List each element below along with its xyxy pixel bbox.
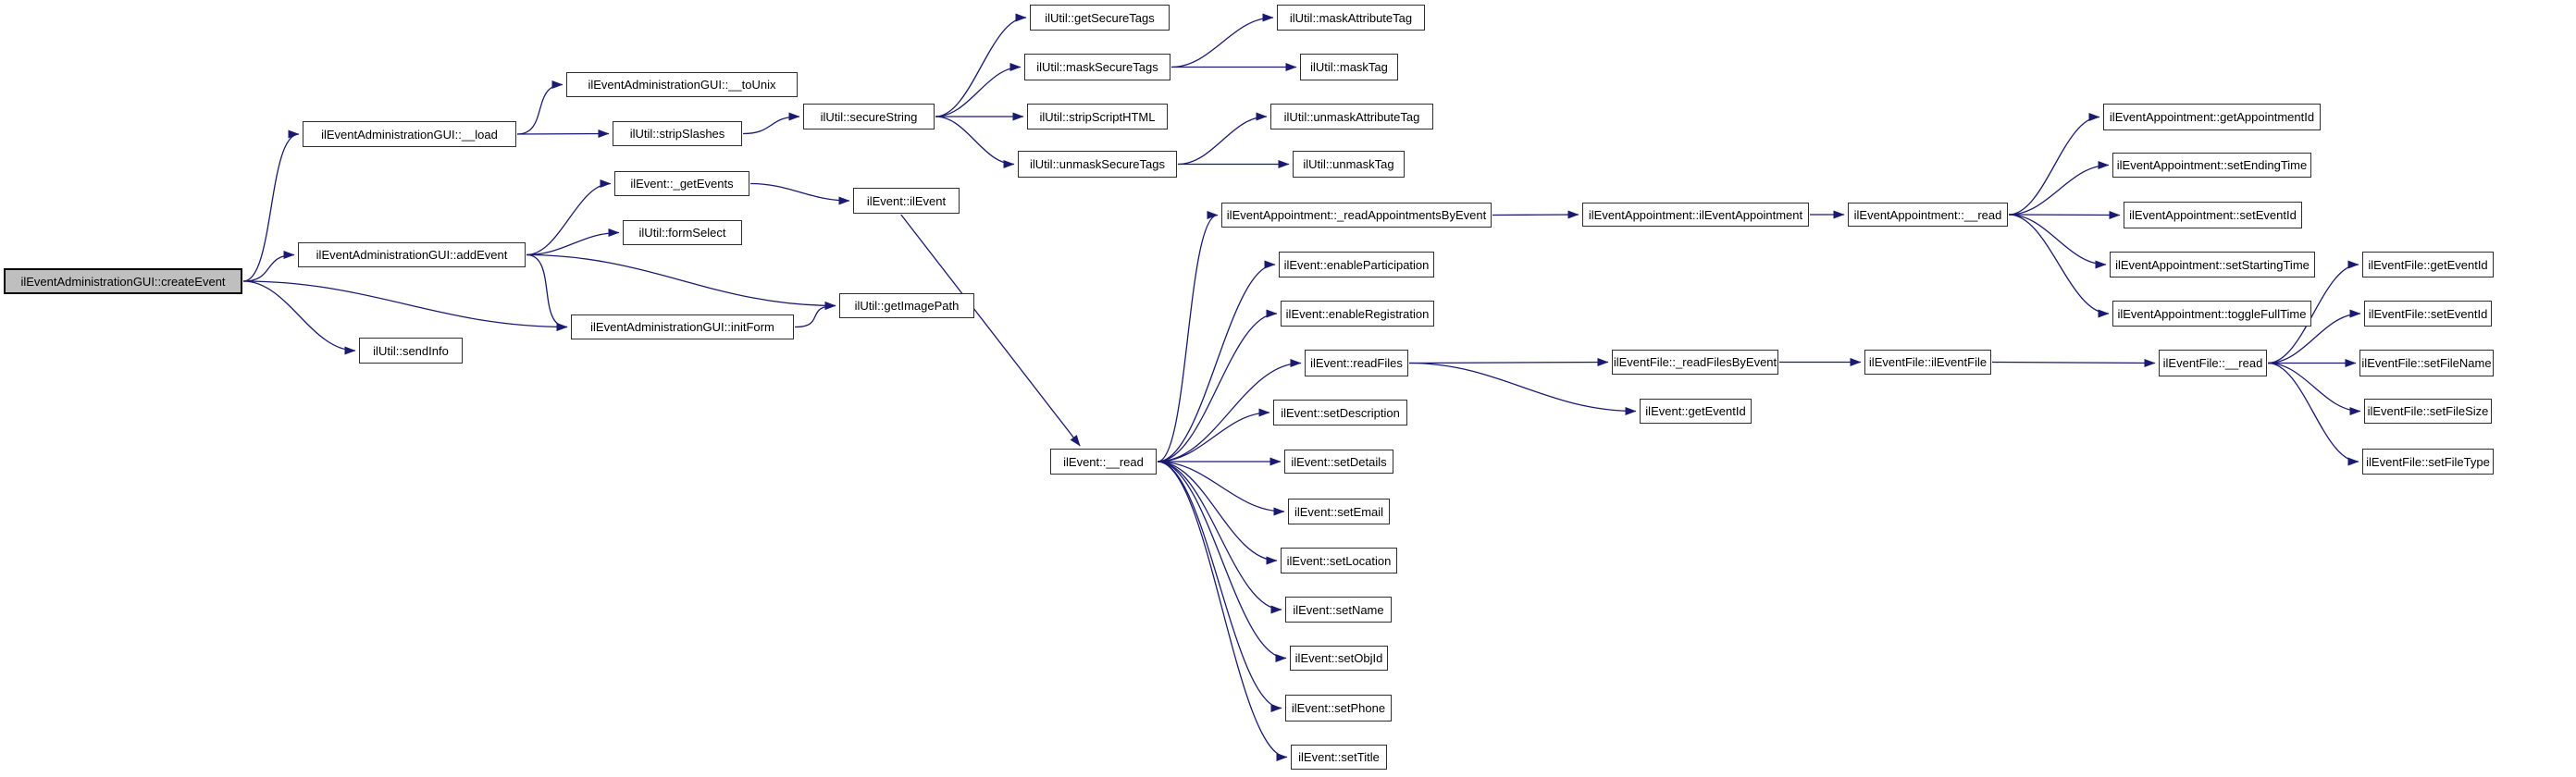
graph-node-readFiles[interactable]: ilEvent::readFiles bbox=[1305, 350, 1408, 376]
graph-node-setDetails[interactable]: ilEvent::setDetails bbox=[1284, 450, 1393, 474]
graph-node-load[interactable]: ilEventAdministrationGUI::__load bbox=[303, 121, 516, 147]
graph-edge-load-to-toUnix bbox=[516, 80, 564, 135]
graph-node-stripScriptHTML[interactable]: ilUtil::stripScriptHTML bbox=[1027, 104, 1168, 130]
graph-node-fileSetEventId[interactable]: ilEventFile::setEventId bbox=[2364, 301, 2492, 327]
graph-edge-eventRead-to-setTitle bbox=[1157, 461, 1288, 761]
graph-edge-fileRead-to-setFileSize bbox=[2267, 362, 2361, 415]
graph-node-getImagePath[interactable]: ilUtil::getImagePath bbox=[839, 293, 974, 318]
graph-edge-eventRead-to-setPhone bbox=[1157, 461, 1282, 712]
graph-edge-addEvent-to-getEvents bbox=[526, 179, 612, 256]
graph-edge-stripSlashes-to-secureString bbox=[742, 112, 800, 135]
graph-edge-secureString-to-unmaskSecureTags bbox=[935, 116, 1015, 168]
graph-node-unmaskSecureTags[interactable]: ilUtil::unmaskSecureTags bbox=[1018, 151, 1177, 178]
graph-node-setLocation[interactable]: ilEvent::setLocation bbox=[1281, 548, 1397, 574]
graph-edge-eventRead-to-setName bbox=[1157, 461, 1282, 614]
graph-node-maskAttributeTag[interactable]: ilUtil::maskAttributeTag bbox=[1277, 5, 1425, 31]
graph-node-fileRead[interactable]: ilEventFile::__read bbox=[2159, 350, 2267, 376]
graph-node-stripSlashes[interactable]: ilUtil::stripSlashes bbox=[613, 121, 742, 146]
graph-edge-apptRead-to-apptSetEventId bbox=[2008, 210, 2121, 219]
graph-node-setFileName[interactable]: ilEventFile::setFileName bbox=[2359, 350, 2494, 376]
graph-edge-addEvent-to-getImagePath bbox=[526, 253, 836, 310]
graph-edge-fileRead-to-fileGetEventId bbox=[2267, 260, 2359, 364]
graph-node-setFileType[interactable]: ilEventFile::setFileType bbox=[2362, 449, 2494, 475]
graph-edge-readAppointmentsByEvent-to-apptCtor bbox=[1492, 210, 1579, 219]
graph-node-toggleFullTime[interactable]: ilEventAppointment::toggleFullTime bbox=[2112, 301, 2311, 327]
graph-edge-secureString-to-maskSecureTags bbox=[935, 63, 1022, 117]
graph-edge-maskSecureTags-to-maskAttributeTag bbox=[1170, 13, 1274, 68]
graph-edge-createEvent-to-addEvent bbox=[242, 251, 295, 282]
graph-node-enableRegistration[interactable]: ilEvent::enableRegistration bbox=[1281, 301, 1434, 327]
graph-node-unmaskAttributeTag[interactable]: ilUtil::unmaskAttributeTag bbox=[1270, 104, 1433, 130]
graph-node-setFileSize[interactable]: ilEventFile::setFileSize bbox=[2364, 399, 2492, 424]
graph-edge-load-to-stripSlashes bbox=[516, 130, 610, 139]
graph-node-createEvent: ilEventAdministrationGUI::createEvent bbox=[4, 268, 242, 294]
graph-edge-unmaskSecureTags-to-unmaskAttributeTag bbox=[1177, 112, 1268, 166]
graph-node-fileGetEventId[interactable]: ilEventFile::getEventId bbox=[2362, 252, 2494, 278]
graph-node-eventRead[interactable]: ilEvent::__read bbox=[1050, 449, 1157, 475]
graph-edge-initForm-to-getImagePath bbox=[794, 302, 836, 328]
graph-node-setPhone[interactable]: ilEvent::setPhone bbox=[1285, 695, 1392, 722]
graph-node-addEvent[interactable]: ilEventAdministrationGUI::addEvent bbox=[298, 242, 526, 267]
graph-node-enableParticipation[interactable]: ilEvent::enableParticipation bbox=[1279, 252, 1434, 278]
graph-node-setEmail[interactable]: ilEvent::setEmail bbox=[1288, 499, 1390, 524]
graph-edge-apptRead-to-setStartingTime bbox=[2008, 214, 2107, 269]
graph-edge-eventRead-to-setObjId bbox=[1157, 461, 1287, 662]
graph-edge-eventRead-to-setDescription bbox=[1157, 408, 1270, 462]
graph-edge-fileCtor-to-fileRead bbox=[1991, 358, 2156, 367]
graph-node-readAppointmentsByEvent[interactable]: ilEventAppointment::_readAppointmentsByE… bbox=[1221, 203, 1492, 228]
graph-edge-eventRead-to-setEmail bbox=[1157, 461, 1285, 516]
graph-node-toUnix[interactable]: ilEventAdministrationGUI::__toUnix bbox=[566, 72, 798, 97]
graph-edge-fileRead-to-setFileType bbox=[2267, 362, 2359, 466]
graph-node-setEndingTime[interactable]: ilEventAppointment::setEndingTime bbox=[2112, 153, 2311, 178]
graph-node-unmaskTag[interactable]: ilUtil::unmaskTag bbox=[1293, 151, 1405, 178]
graph-edge-fileRead-to-fileSetEventId bbox=[2267, 309, 2361, 364]
graph-edge-eventRead-to-enableRegistration bbox=[1157, 309, 1278, 462]
graph-edge-apptRead-to-getAppointmentId bbox=[2008, 113, 2100, 216]
graph-edge-createEvent-to-sendInfo bbox=[242, 280, 356, 355]
graph-node-setTitle[interactable]: ilEvent::setTitle bbox=[1291, 745, 1387, 770]
graph-edge-apptRead-to-setEndingTime bbox=[2008, 161, 2110, 216]
graph-edge-secureString-to-getSecureTags bbox=[935, 13, 1027, 117]
graph-edge-readFiles-to-readFilesByEvent bbox=[1408, 358, 1609, 367]
graph-node-fileCtor[interactable]: ilEventFile::ilEventFile bbox=[1864, 350, 1991, 375]
graph-edge-readFiles-to-eventGetEventId bbox=[1408, 362, 1637, 415]
graph-node-ilEvent[interactable]: ilEvent::ilEvent bbox=[853, 188, 960, 214]
graph-node-maskTag[interactable]: ilUtil::maskTag bbox=[1300, 54, 1398, 80]
graph-edge-apptRead-to-toggleFullTime bbox=[2008, 214, 2110, 318]
graph-node-eventGetEventId[interactable]: ilEvent::getEventId bbox=[1640, 399, 1752, 424]
graph-edge-eventRead-to-enableParticipation bbox=[1157, 260, 1276, 462]
graph-node-getSecureTags[interactable]: ilUtil::getSecureTags bbox=[1030, 5, 1170, 31]
graph-edge-addEvent-to-initForm bbox=[526, 253, 568, 331]
graph-edge-eventRead-to-setLocation bbox=[1157, 461, 1278, 565]
graph-edge-getEvents-to-ilEvent bbox=[749, 182, 850, 205]
graph-edge-eventRead-to-readFiles bbox=[1157, 359, 1302, 462]
graph-node-apptSetEventId[interactable]: ilEventAppointment::setEventId bbox=[2124, 202, 2302, 228]
graph-node-sendInfo[interactable]: ilUtil::sendInfo bbox=[359, 338, 463, 364]
graph-edge-addEvent-to-formSelect bbox=[526, 228, 620, 256]
graph-node-formSelect[interactable]: ilUtil::formSelect bbox=[623, 220, 742, 245]
graph-edge-eventRead-to-readAppointmentsByEvent bbox=[1157, 211, 1219, 462]
graph-node-maskSecureTags[interactable]: ilUtil::maskSecureTags bbox=[1024, 54, 1170, 80]
graph-node-apptCtor[interactable]: ilEventAppointment::ilEventAppointment bbox=[1582, 203, 1809, 227]
graph-node-setDescription[interactable]: ilEvent::setDescription bbox=[1273, 400, 1407, 426]
graph-edge-ilEvent-to-eventRead bbox=[900, 214, 1081, 447]
graph-edge-createEvent-to-load bbox=[242, 130, 300, 282]
graph-node-setObjId[interactable]: ilEvent::setObjId bbox=[1290, 646, 1388, 671]
graph-node-initForm[interactable]: ilEventAdministrationGUI::initForm bbox=[571, 314, 794, 339]
graph-node-getEvents[interactable]: ilEvent::_getEvents bbox=[614, 171, 749, 196]
graph-node-readFilesByEvent[interactable]: ilEventFile::_readFilesByEvent bbox=[1612, 350, 1778, 375]
graph-node-apptRead[interactable]: ilEventAppointment::__read bbox=[1848, 203, 2008, 227]
graph-node-getAppointmentId[interactable]: ilEventAppointment::getAppointmentId bbox=[2103, 104, 2321, 130]
graph-edge-createEvent-to-initForm bbox=[242, 280, 568, 331]
graph-node-setName[interactable]: ilEvent::setName bbox=[1285, 597, 1392, 623]
graph-node-setStartingTime[interactable]: ilEventAppointment::setStartingTime bbox=[2110, 252, 2315, 278]
graph-node-secureString[interactable]: ilUtil::secureString bbox=[803, 104, 935, 130]
